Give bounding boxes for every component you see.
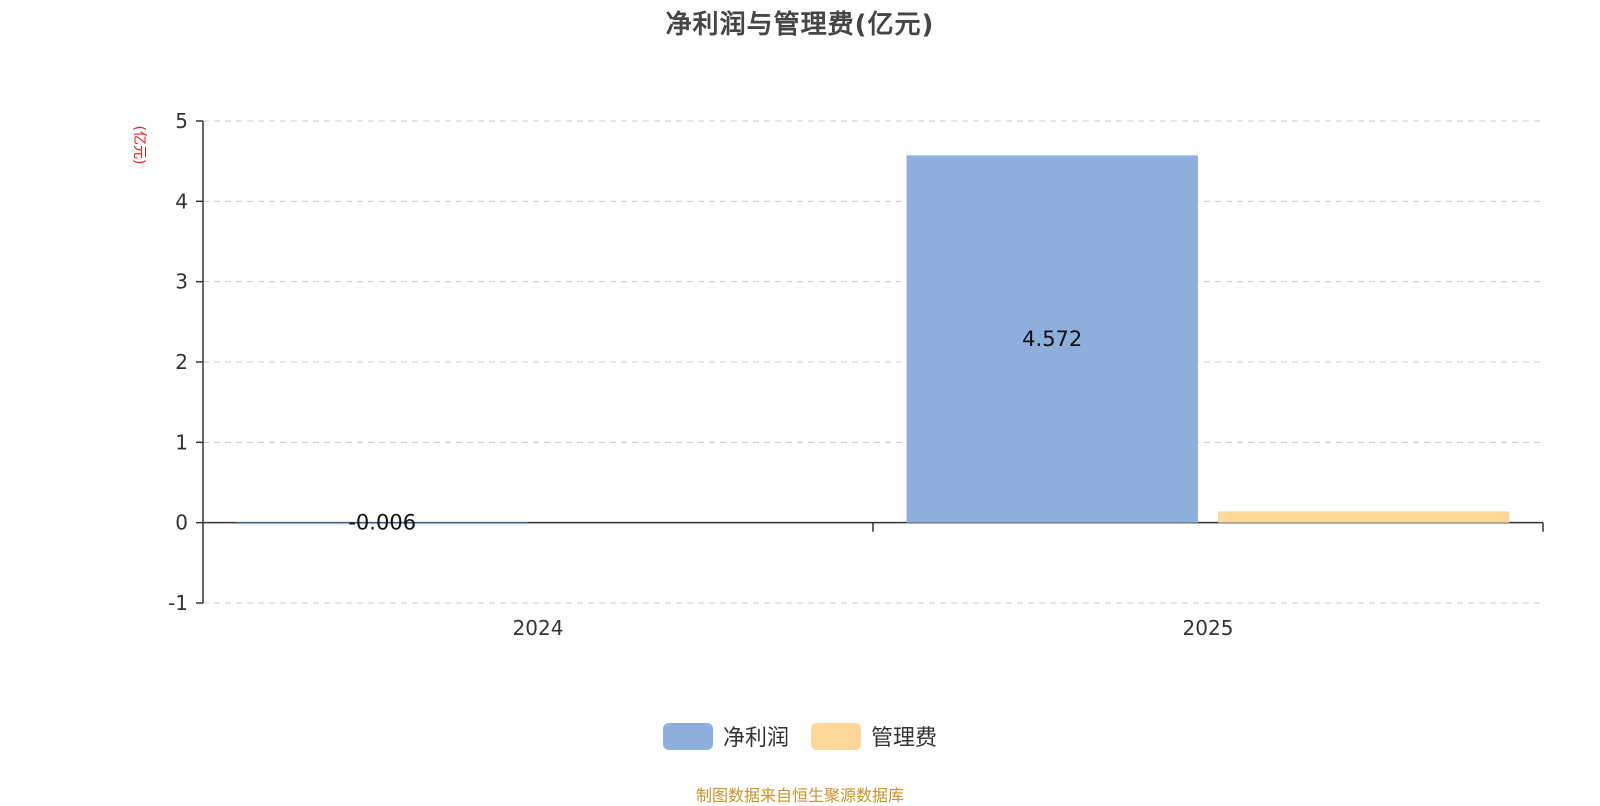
- y-tick-label: 3: [175, 270, 188, 294]
- y-tick-label: 2: [175, 350, 188, 374]
- legend-swatch-mgmt-fee: [811, 722, 861, 750]
- bar-mgmt-fee-2025: [1218, 511, 1510, 523]
- y-tick-label: -1: [168, 591, 188, 615]
- source-note: 制图数据来自恒生聚源数据库: [695, 786, 904, 805]
- legend-item-net-profit[interactable]: 净利润: [662, 720, 789, 752]
- bar-net-profit-2025: [906, 155, 1198, 523]
- legend: 净利润 管理费: [0, 720, 1600, 752]
- legend-label-net-profit: 净利润: [722, 726, 789, 751]
- x-tick-label: 2025: [1183, 616, 1234, 640]
- bar-net-profit-2024: [236, 522, 528, 525]
- y-tick-label: 5: [175, 109, 188, 133]
- y-tick-label: 1: [175, 430, 188, 454]
- data-label: 4.572: [1022, 327, 1082, 351]
- legend-item-mgmt-fee[interactable]: 管理费: [811, 720, 937, 752]
- y-tick-label: 4: [175, 189, 188, 213]
- y-tick-label: 0: [175, 511, 188, 535]
- x-tick-label: 2024: [513, 616, 564, 640]
- legend-label-mgmt-fee: 管理费: [871, 726, 938, 751]
- legend-swatch-net-profit: [662, 722, 713, 750]
- chart-plot: -1 0 1 2 3 4 5 2024 -0.006 2025 4.572: [168, 109, 1544, 640]
- data-label: -0.006: [348, 511, 416, 535]
- chart-title: 净利润与管理费(亿元): [665, 10, 935, 40]
